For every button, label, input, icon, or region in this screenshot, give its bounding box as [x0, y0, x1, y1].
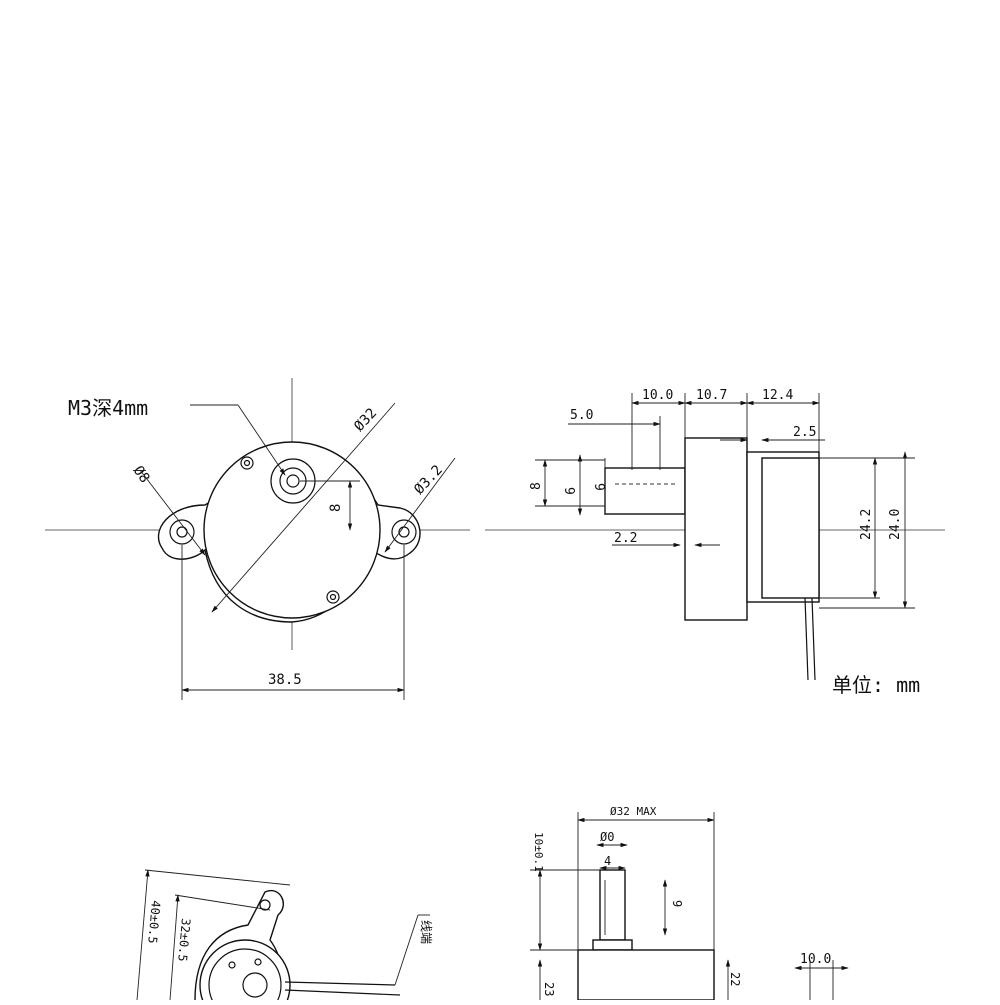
dim-shaft-lower-middle: Ø0 — [600, 830, 614, 844]
dia-body-label: Ø32 — [351, 405, 380, 434]
dim-9a: 9 — [561, 487, 576, 495]
dim-10-0: 10.0 — [642, 388, 673, 403]
dim-b-lower-left: 32±0.5 — [175, 918, 193, 962]
dim-a-lower-left: 40±0.5 — [145, 900, 163, 944]
lower-right-view: 10.0 — [794, 952, 849, 1000]
dim-2-2: 2.2 — [614, 531, 637, 546]
dim-9b: 9 — [591, 483, 606, 491]
dim-8-front: 8 — [328, 504, 344, 512]
m3-callout: M3深4mm — [68, 396, 148, 420]
lower-middle-view: Ø32 MAX Ø0 4 9 10±0.1 22 23 — [530, 805, 742, 1001]
dim-12-4: 12.4 — [762, 388, 793, 403]
front-view: M3深4mm Ø32 Ø8 Ø3.2 8 38.5 — [45, 378, 470, 700]
dim-10-lower-right: 10.0 — [800, 952, 831, 967]
unit-note: 单位: mm — [832, 673, 920, 697]
dim-5-0: 5.0 — [570, 408, 593, 423]
side-view: 10.0 10.7 12.4 5.0 2.5 8 9 9 2.2 24.2 24… — [485, 388, 945, 697]
dim-top-lower-middle: Ø32 MAX — [610, 805, 657, 818]
dim-10-7: 10.7 — [696, 388, 727, 403]
lead-label: 线端 — [419, 920, 433, 944]
dim-23-lower-middle: 23 — [542, 982, 556, 996]
dia-hole-label: Ø8 — [130, 463, 153, 486]
dim-24-0: 24.0 — [888, 509, 903, 540]
dim-24-2: 24.2 — [859, 509, 874, 540]
dim-4-lower-middle: 4 — [604, 854, 611, 868]
dim-width-front: 38.5 — [268, 672, 302, 688]
dia-mount-label: Ø3.2 — [411, 462, 446, 498]
dim-22-lower-middle: 22 — [728, 972, 742, 986]
dim-height-lower-middle: 10±0.1 — [532, 832, 545, 872]
dim-2-5: 2.5 — [793, 425, 816, 440]
dim-9-lower-middle: 9 — [670, 900, 684, 907]
dim-8-side: 8 — [529, 482, 544, 490]
lower-left-view: 40±0.5 32±0.5 线端 — [136, 869, 433, 1005]
